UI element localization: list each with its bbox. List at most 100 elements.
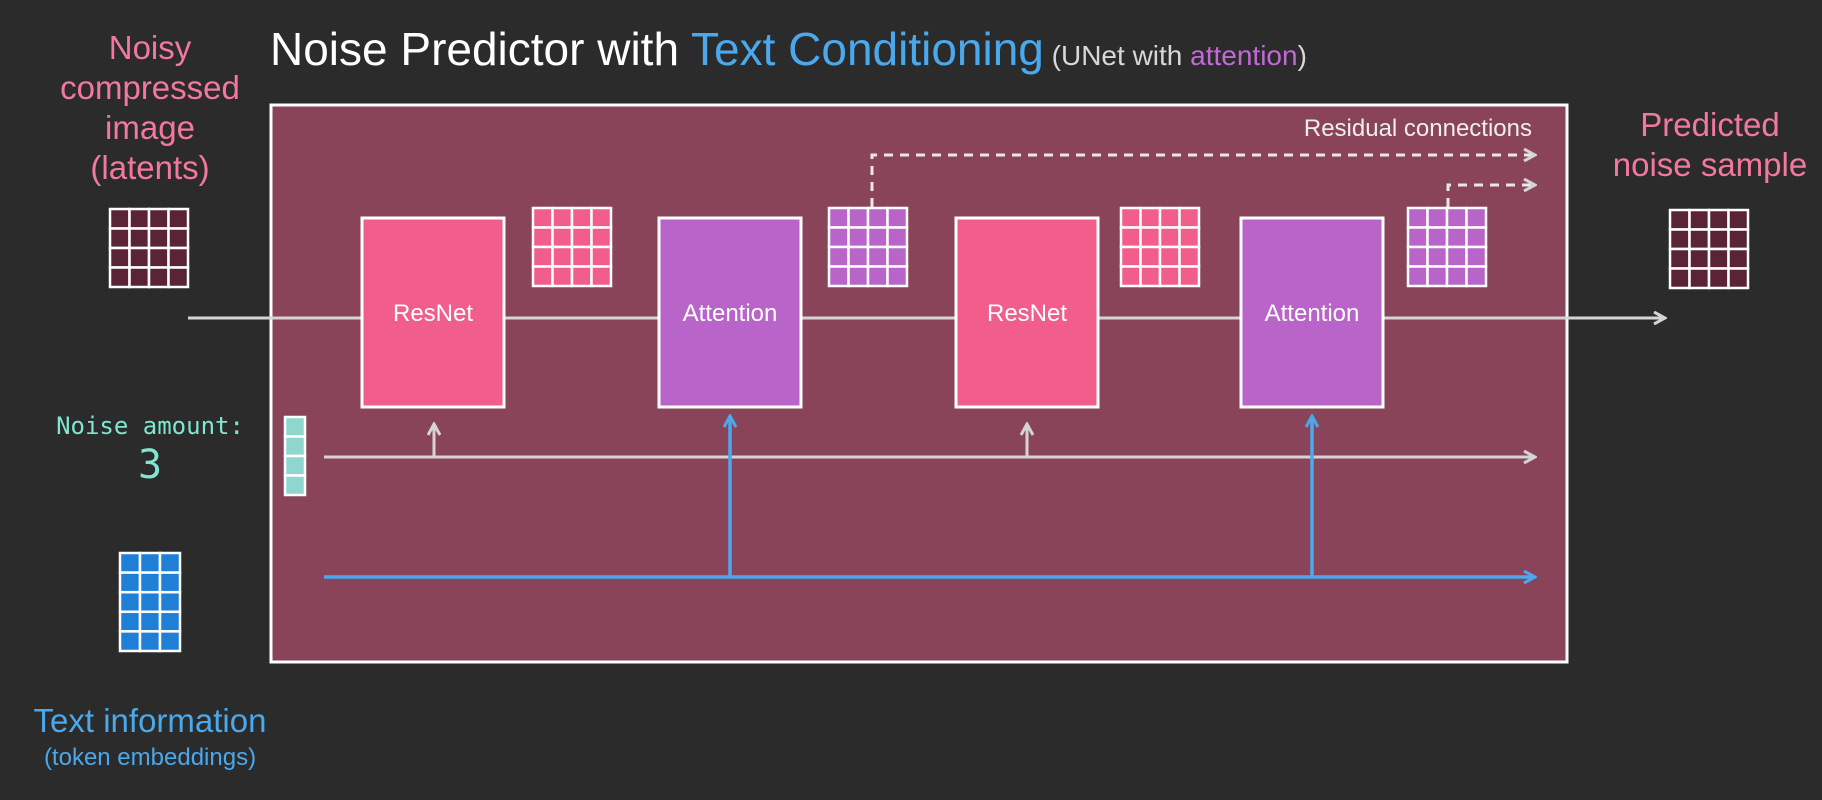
grid-cell: [551, 206, 574, 229]
grid-cell: [570, 226, 593, 249]
grid-cell: [1668, 267, 1691, 290]
grid-cell: [147, 227, 170, 250]
grid-cell: [128, 227, 151, 250]
grid-cell: [108, 266, 131, 289]
grid-cell: [1406, 265, 1429, 288]
grid-cell: [570, 245, 593, 268]
grid-cell: [1445, 226, 1468, 249]
noise-amount-label: Noise amount:: [56, 412, 244, 440]
text-info-label: Text information: [33, 702, 267, 739]
grid-cell: [590, 206, 613, 229]
grid-cell: [847, 226, 870, 249]
grid-cell: [118, 551, 142, 574]
grid-cell: [1158, 265, 1181, 288]
grid-cell: [167, 266, 190, 289]
grid-cell: [1465, 245, 1488, 268]
grid-cell: [886, 206, 909, 229]
residual-connection-arrow: [1446, 185, 1535, 207]
grid-cell: [886, 265, 909, 288]
latents-label-line: image: [105, 109, 195, 146]
latents-label: Noisy compressed image (latents): [40, 28, 260, 188]
grid-cell: [1688, 247, 1711, 270]
grid-cell: [570, 206, 593, 229]
grid-cell: [531, 245, 554, 268]
grid-cell: [283, 435, 307, 458]
grid-cell: [108, 227, 131, 250]
attention-output-grid: [1406, 206, 1488, 288]
resnet-output-grid: [1119, 206, 1201, 288]
grid-cell: [128, 207, 151, 230]
grid-cell: [1668, 208, 1691, 231]
latents-label-line: (latents): [90, 149, 210, 186]
latents-label-line: Noisy: [108, 29, 192, 66]
grid-cell: [1426, 265, 1449, 288]
resnet-output-grid: [531, 206, 613, 288]
diagram-title: Noise Predictor with Text Conditioning (…: [270, 22, 1307, 76]
grid-cell: [1445, 245, 1468, 268]
grid-cell: [1707, 267, 1730, 290]
grid-cell: [1688, 208, 1711, 231]
grid-cell: [138, 590, 162, 614]
grid-cell: [590, 226, 613, 249]
block-label: ResNet: [393, 300, 473, 327]
residual-connection-arrow: [870, 155, 1535, 207]
grid-cell: [158, 571, 182, 594]
grid-cell: [283, 454, 307, 477]
grid-cell: [1139, 226, 1162, 249]
grid-cell: [1707, 208, 1730, 231]
grid-cell: [138, 630, 162, 653]
grid-cell: [1465, 226, 1488, 249]
grid-cell: [1119, 265, 1142, 288]
grid-cell: [158, 630, 182, 653]
grid-cell: [1426, 226, 1449, 249]
grid-cell: [847, 265, 870, 288]
grid-cell: [158, 610, 182, 633]
grid-cell: [847, 206, 870, 229]
grid-cell: [1119, 245, 1142, 268]
grid-cell: [570, 265, 593, 288]
grid-cell: [158, 551, 182, 574]
grid-cell: [108, 246, 131, 269]
grid-cell: [167, 246, 190, 269]
grid-cell: [1727, 267, 1750, 290]
title-highlight: Text Conditioning: [691, 23, 1044, 75]
grid-cell: [866, 265, 889, 288]
grid-cell: [118, 590, 142, 614]
grid-cell: [1158, 245, 1181, 268]
grid-cell: [138, 571, 162, 594]
grid-cell: [531, 206, 554, 229]
resnet-block: ResNet: [954, 216, 1100, 409]
text-info-sub: (token embeddings): [43, 744, 257, 771]
grid-cell: [866, 226, 889, 249]
grid-cell: [1426, 245, 1449, 268]
latents-label-line: compressed: [60, 69, 240, 106]
attention-block: Attention: [657, 216, 803, 409]
grid-cell: [1406, 206, 1429, 229]
noise-embedding-vector: [283, 415, 307, 497]
block-label: Attention: [683, 300, 778, 327]
grid-cell: [283, 415, 307, 438]
grid-cell: [847, 245, 870, 268]
grid-cell: [551, 245, 574, 268]
grid-cell: [827, 265, 850, 288]
grid-cell: [1465, 265, 1488, 288]
grid-cell: [138, 551, 162, 574]
grid-cell: [283, 474, 307, 497]
attention-block: Attention: [1239, 216, 1385, 409]
grid-cell: [147, 246, 170, 269]
residual-connections-label: Residual connections: [1304, 115, 1532, 142]
grid-cell: [886, 245, 909, 268]
title-main: Noise Predictor with: [270, 23, 691, 75]
grid-cell: [1707, 247, 1730, 270]
grid-cell: [827, 206, 850, 229]
grid-cell: [147, 207, 170, 230]
grid-cell: [590, 265, 613, 288]
grid-cell: [1688, 267, 1711, 290]
grid-cell: [118, 571, 142, 594]
grid-cell: [531, 265, 554, 288]
grid-cell: [147, 266, 170, 289]
grid-cell: [1158, 206, 1181, 229]
grid-cell: [1139, 265, 1162, 288]
grid-cell: [1178, 265, 1201, 288]
